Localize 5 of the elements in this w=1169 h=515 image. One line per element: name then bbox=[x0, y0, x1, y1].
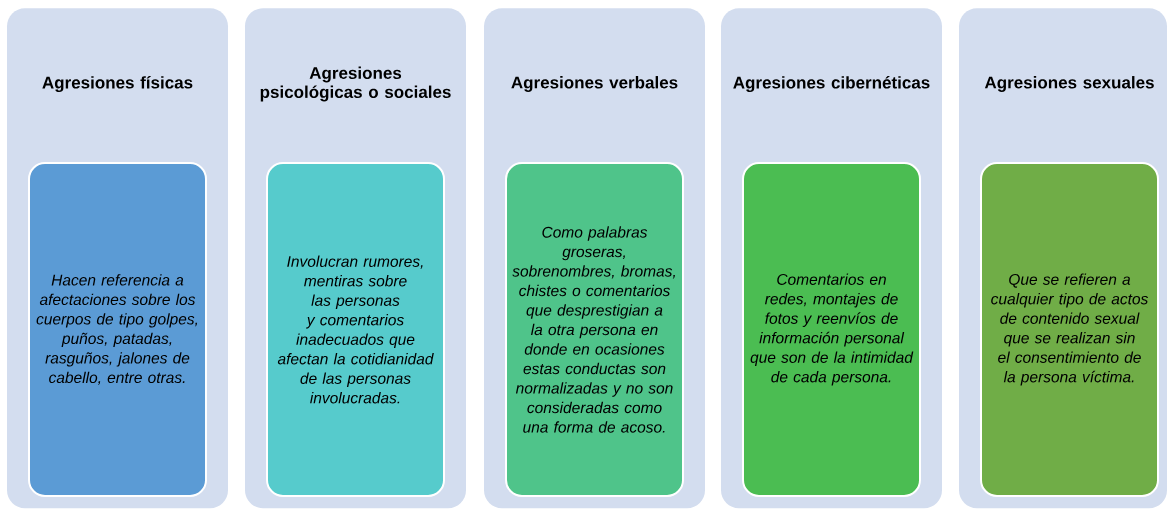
description-box: Hacen referencia a afectaciones sobre los cuerpos de tipo golpes, puños, patadas, rasguños, jalones de cabello, entre otras. bbox=[28, 162, 207, 497]
description-box: Como palabras groseras, sobrenombres, bromas, chistes o comentarios que desprestigian a la otra persona en donde en ocasiones estas conductas son normalizadas y no son consideradas como una forma de acoso. bbox=[505, 162, 684, 497]
description-box: Comentarios en redes, montajes de fotos y reenvíos de información personal que son de la intimidad de cada persona. bbox=[742, 162, 921, 497]
description-box: Que se refieren a cualquier tipo de actos de contenido sexual que se realizan sin el consentimiento de la persona víctima. bbox=[980, 162, 1159, 497]
description-box: Involucran rumores, mentiras sobre las personas y comentarios inadecuados que afectan la cotidianidad de las personas involucradas. bbox=[266, 162, 445, 497]
